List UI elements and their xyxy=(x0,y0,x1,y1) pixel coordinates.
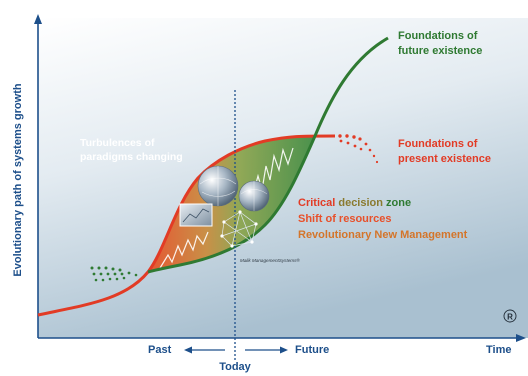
past-label: Past xyxy=(148,344,172,356)
registered-mark-circle xyxy=(503,309,517,323)
management-systems-illustration xyxy=(179,165,270,248)
present-existence-curve xyxy=(37,134,336,317)
future-existence-label-line1: Foundations of xyxy=(398,30,478,42)
present-existence-label-line2: present existence xyxy=(398,153,491,165)
critical-word: Critical xyxy=(298,197,335,209)
critical-decision-zone xyxy=(148,136,315,272)
turbulence-zigzag-left xyxy=(159,231,209,269)
shift-of-resources-label: Shift of resources xyxy=(298,213,392,225)
y-axis-label: Evolutionary path of systems growth xyxy=(12,83,24,276)
future-origin-dots xyxy=(90,266,138,282)
decision-word: decision xyxy=(335,197,383,209)
present-existence-dots xyxy=(338,134,379,164)
past-arrow-icon xyxy=(184,346,192,354)
future-existence-curve xyxy=(147,36,389,274)
future-existence-label-line2: future existence xyxy=(398,45,482,57)
today-label: Today xyxy=(219,361,251,373)
turbulence-label-line1: Turbulences of xyxy=(80,137,155,149)
malik-systems-label: Malik ManagementSystems® xyxy=(240,257,300,263)
x-axis-arrow-icon xyxy=(516,334,526,342)
registered-mark: R xyxy=(507,313,513,322)
present-existence-label-line1: Foundations of xyxy=(398,138,478,150)
screen-panel xyxy=(179,203,213,227)
future-arrow-icon xyxy=(280,346,288,354)
revolutionary-management-label: Revolutionary New Management xyxy=(298,229,468,241)
x-axis-label: Time xyxy=(486,344,511,356)
y-axis-arrow-icon xyxy=(34,14,42,24)
turbulence-label-line2: paradigms changing xyxy=(80,151,183,163)
zone-word: zone xyxy=(383,197,411,209)
future-label: Future xyxy=(295,344,329,356)
critical-decision-zone-label: Critical decision zone xyxy=(298,197,411,209)
